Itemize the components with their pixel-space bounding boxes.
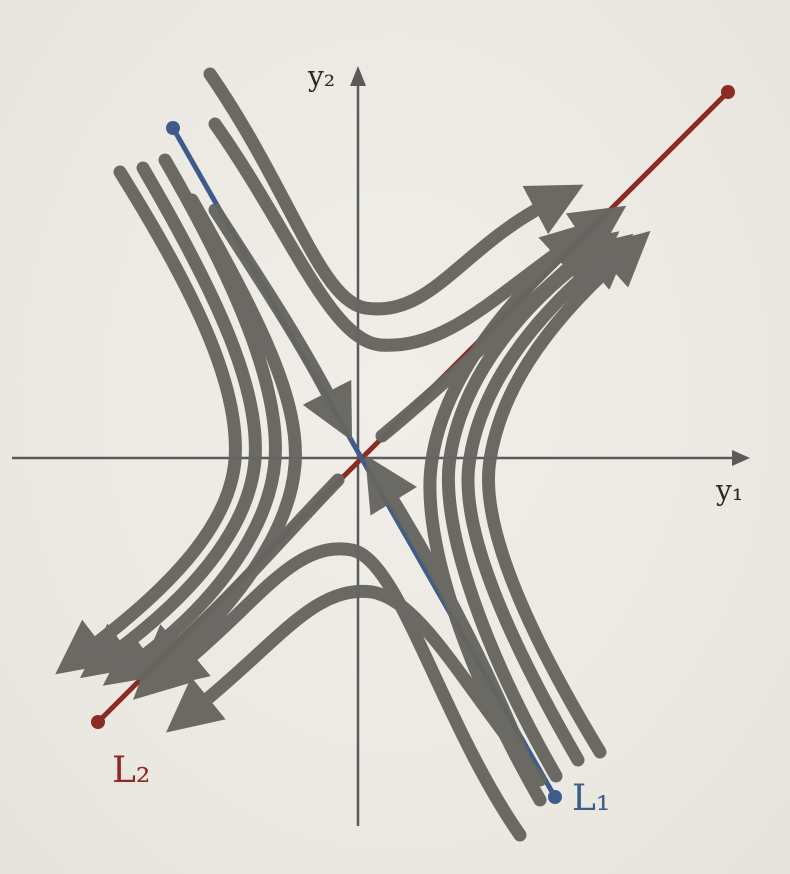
line-l1-start-dot [166,121,180,135]
trajectory-l2-upper [375,232,608,443]
trajectory-right-4 [423,220,597,807]
trajectory-top-2 [208,117,627,352]
trajectory-l2-lower [136,473,345,681]
trajectory-bottom-1 [151,542,527,842]
trajectory-right-2 [461,233,634,767]
line-l1-end-dot [548,790,562,804]
trajectory-top-1 [203,67,584,316]
trajectory-left-2 [79,161,262,679]
trajectory-left-1 [55,165,242,675]
trajectory-right-1 [482,230,651,759]
x-axis-arrow-icon [732,450,750,466]
y-axis-label: y₂ [307,60,335,93]
trajectory-l1-lower [365,454,532,767]
x-axis-label: y₁ [715,474,743,507]
trajectory-l1-upper [208,203,353,441]
line-l2-start-dot [91,715,105,729]
trajectory-bottom-2 [166,584,547,787]
y-axis-arrow-icon [350,66,366,86]
line-l1-label: L₁ [572,778,610,819]
line-l2-end-dot [721,85,735,99]
trajectories [55,67,651,842]
line-l2-label: L₂ [112,750,150,791]
